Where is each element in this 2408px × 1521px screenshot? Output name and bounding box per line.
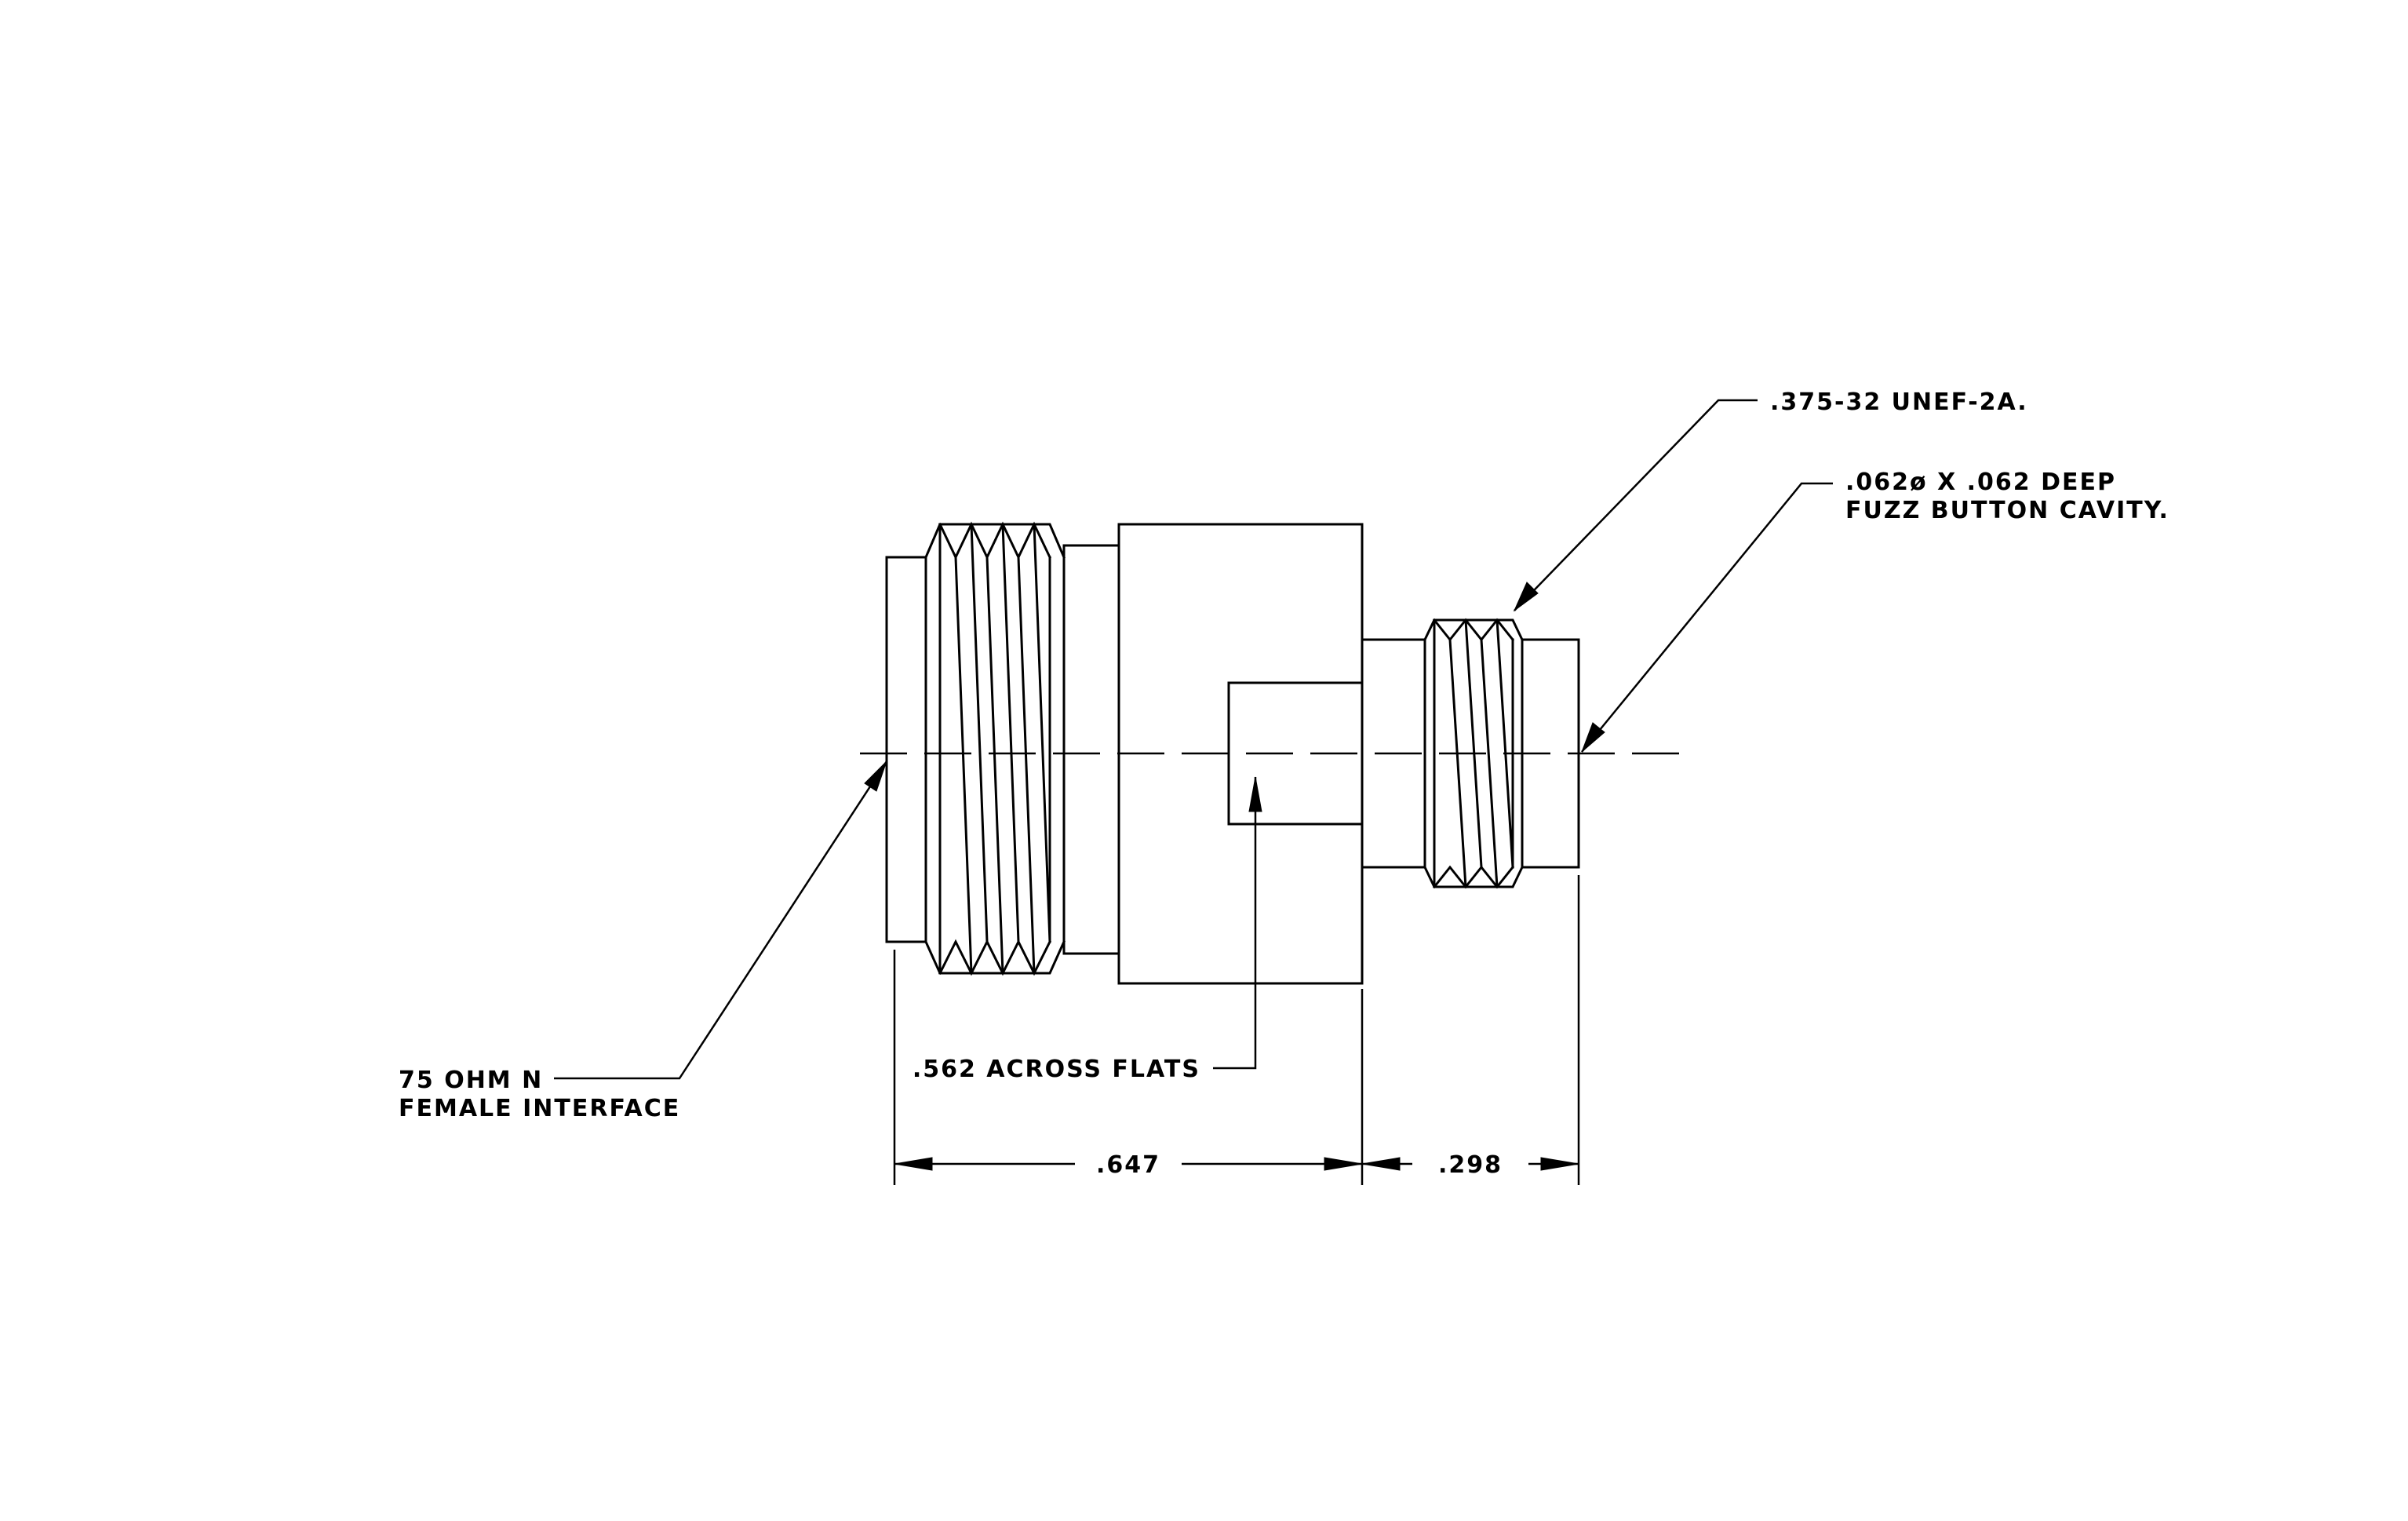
- interface-label-line2: FEMALE INTERFACE: [399, 1095, 680, 1122]
- cavity-label-line2: FUZZ BUTTON CAVITY.: [1845, 497, 2169, 524]
- extension-lines: [893, 875, 1580, 1185]
- thread-spec-label: .375-32 UNEF-2A.: [1770, 388, 2028, 416]
- dimension-tail-label: .298: [1438, 1151, 1503, 1179]
- dimension-main-label: .647: [1096, 1151, 1160, 1179]
- cavity-label-line1: .062ø X .062 DEEP: [1845, 469, 2116, 496]
- interface-label-line1: 75 OHM N: [399, 1067, 543, 1094]
- n-interface-body: [885, 521, 1120, 976]
- leader-interface: 75 OHM N FEMALE INTERFACE: [399, 760, 888, 1122]
- dimension-tail: .298: [1361, 1151, 1579, 1179]
- leader-flats: .562 ACROSS FLATS: [913, 776, 1262, 1083]
- flats-label: .562 ACROSS FLATS: [913, 1056, 1200, 1083]
- leader-thread-spec: .375-32 UNEF-2A.: [1513, 388, 2028, 612]
- leader-cavity: .062ø X .062 DEEP FUZZ BUTTON CAVITY.: [1581, 469, 2169, 753]
- dimension-main: .647: [894, 1151, 1363, 1179]
